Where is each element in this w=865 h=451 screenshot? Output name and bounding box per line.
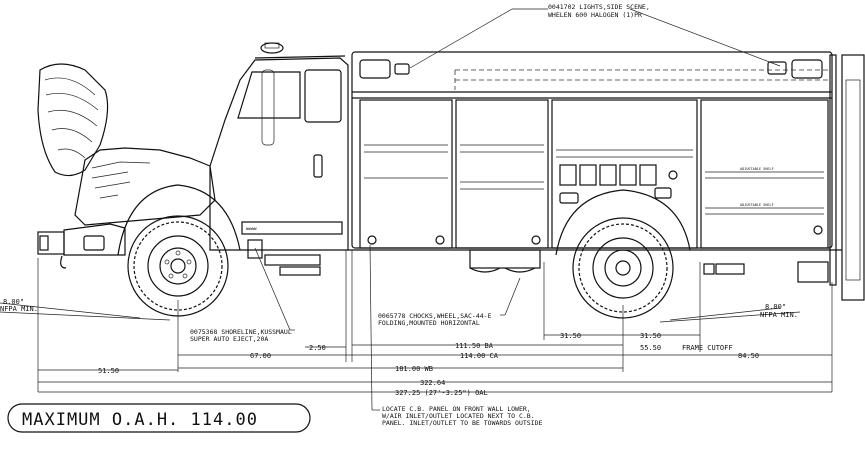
callout-lights: 0041702 LIGHTS,SIDE SCENE, WHELEN 600 HA… <box>409 3 781 69</box>
callout-chocks: 0065778 CHOCKS,WHEEL,SAC-44-E FOLDING,MO… <box>378 277 521 327</box>
dim-31-50-a: 31.50 <box>560 332 581 340</box>
dim-55-50: 55.50 <box>640 344 661 352</box>
front-bumper <box>37 223 126 269</box>
cab-window <box>237 71 301 119</box>
dim-114-ca: 114.00 CA <box>460 352 499 360</box>
scene-light-rear <box>791 59 823 79</box>
dim-51-50: 51.50 <box>98 367 119 375</box>
chassis-step: WWWWW <box>241 221 842 276</box>
scene-light-front <box>359 59 391 79</box>
cb-panel-line2: W/AIR INLET/OUTLET LOCATED NEXT TO C.B. <box>382 412 535 420</box>
raised-hood <box>37 63 109 177</box>
nfpa-left: 8.00" NFPA MIN. <box>0 298 171 321</box>
nfpa-right: 8.00" NFPA MIN. <box>659 303 801 323</box>
svg-text:WWWWW: WWWWW <box>246 227 257 231</box>
callout-cb-panel: LOCATE C.B. PANEL ON FRONT WALL LOWER, W… <box>369 244 543 427</box>
rescue-body: ADJUSTABLE SHELF ADJUSTABLE SHELF <box>351 51 865 301</box>
dim-67: 67.00 <box>250 352 271 360</box>
max-oah-text: MAXIMUM O.A.H. 114.00 <box>22 410 258 430</box>
dim-181-wb: 181.00 WB <box>395 365 433 373</box>
shelf-label-2: ADJUSTABLE SHELF <box>740 203 774 207</box>
lights-callout-line2: WHELEN 600 HALOGEN (1)PR <box>548 11 642 19</box>
frame-cutoff-label: FRAME CUTOFF <box>682 344 733 352</box>
chocks-callout-line2: FOLDING,MOUNTED HORIZONTAL <box>378 319 480 327</box>
dim-327-25-oal: 327.25 (27'-3.25") OAL <box>395 389 488 397</box>
nfpa-left-label: NFPA MIN. <box>0 305 38 313</box>
front-wheel <box>117 184 241 317</box>
max-oah-box: MAXIMUM O.A.H. 114.00 <box>7 403 311 433</box>
dimension-lines <box>37 250 833 393</box>
nfpa-right-value: 8.00" <box>765 303 786 311</box>
dim-322-64: 322.64 <box>420 379 445 387</box>
dim-84-50: 84.50 <box>738 352 759 360</box>
nfpa-left-value: 8.00" <box>3 298 24 306</box>
callout-shoreline: 0075368 SHORELINE,KUSSMAUL SUPER AUTO EJ… <box>190 247 295 343</box>
dim-111-50-ba: 111.50 BA <box>455 342 494 350</box>
nfpa-right-label: NFPA MIN. <box>760 311 798 319</box>
door-handle <box>313 154 323 178</box>
engine-front <box>74 147 216 226</box>
shoreline-callout-line2: SUPER AUTO EJECT,20A <box>190 335 268 343</box>
dim-31-50-b: 31.50 <box>640 332 661 340</box>
dim-2-50: 2.50 <box>309 344 326 352</box>
shelf-label-1: ADJUSTABLE SHELF <box>740 167 774 171</box>
chocks-callout-line1: 0065778 CHOCKS,WHEEL,SAC-44-E <box>378 312 492 320</box>
door-window <box>304 69 342 123</box>
cb-panel-line3: PANEL. INLET/OUTLET TO BE TOWARDS OUTSID… <box>382 419 543 427</box>
shoreline-receptacle <box>247 239 263 259</box>
lights-callout-line1: 0041702 LIGHTS,SIDE SCENE, <box>548 3 650 11</box>
drawer-bank <box>559 164 672 204</box>
cb-panel-line1: LOCATE C.B. PANEL ON FRONT WALL LOWER, <box>382 405 531 413</box>
underbody <box>469 249 829 283</box>
mirror-arm <box>261 69 275 146</box>
cab <box>209 42 349 251</box>
rear-wheel <box>555 189 691 319</box>
shoreline-callout-line1: 0075368 SHORELINE,KUSSMAUL <box>190 328 292 336</box>
